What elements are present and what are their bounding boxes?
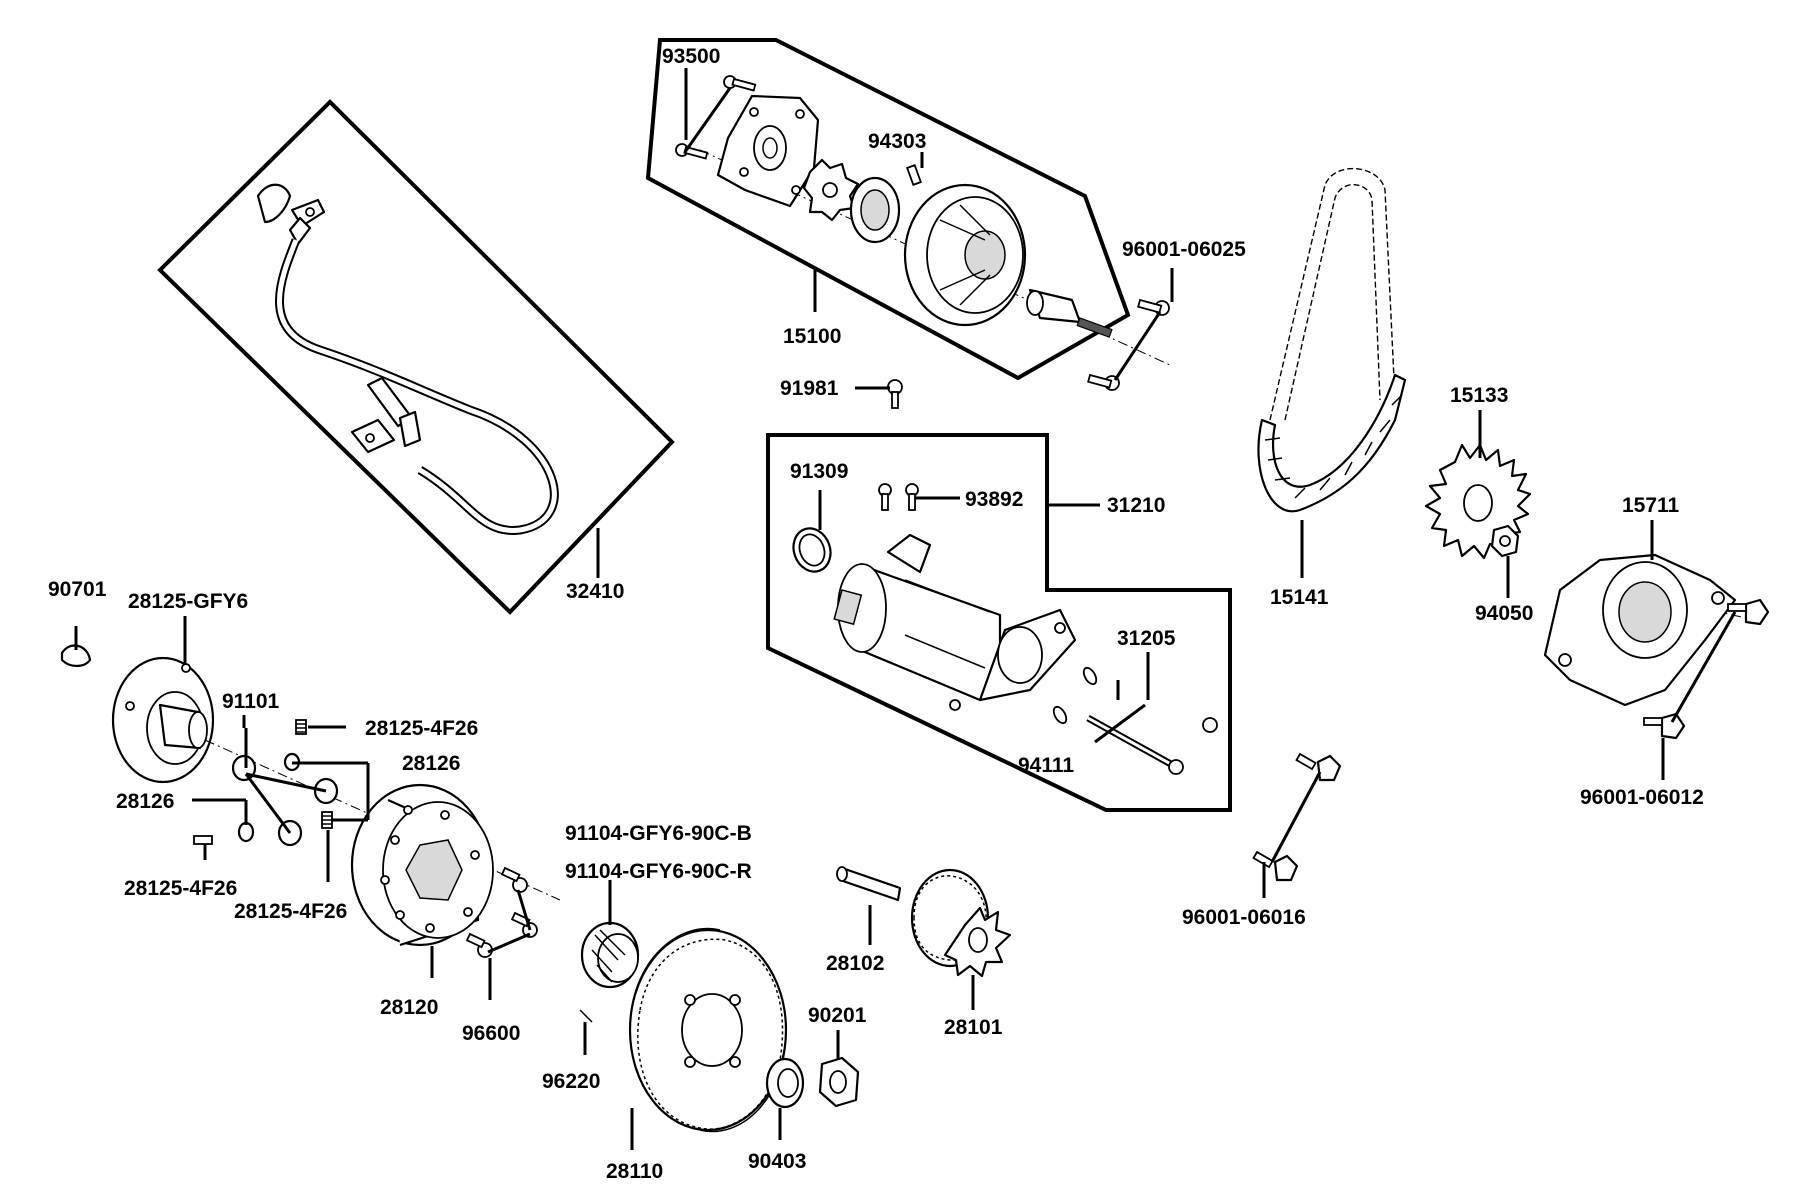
leader-lines [74, 68, 1665, 1150]
starter-cable [256, 183, 559, 535]
label-28125-4F26-top: 28125-4F26 [365, 717, 478, 740]
label-94050: 94050 [1475, 602, 1533, 625]
label-28102: 28102 [826, 952, 884, 975]
label-90701: 90701 [48, 578, 107, 601]
label-91104-GFY6-90C-B: 91104-GFY6-90C-B [565, 822, 752, 845]
reduction-gear-assembly [675, 75, 1171, 391]
label-93500: 93500 [662, 45, 720, 68]
label-96001-06012: 96001-06012 [1580, 786, 1704, 809]
label-28110: 28110 [606, 1160, 663, 1183]
label-15141: 15141 [1270, 586, 1329, 609]
part-labels: 93500 94303 96001-06025 15100 91981 9130… [48, 45, 1704, 1183]
label-96001-06016: 96001-06016 [1182, 906, 1306, 929]
label-31210: 31210 [1107, 494, 1165, 517]
bolt-91981 [887, 379, 903, 409]
label-91981: 91981 [780, 377, 839, 400]
label-94303: 94303 [868, 130, 926, 153]
label-31205: 31205 [1117, 627, 1176, 650]
label-96600: 96600 [462, 1022, 520, 1045]
label-15133: 15133 [1450, 384, 1508, 407]
assembly-box-32410 [157, 99, 675, 615]
label-96220: 96220 [542, 1070, 600, 1093]
label-28125-GFY6: 28125-GFY6 [128, 590, 248, 613]
label-90403: 90403 [748, 1150, 806, 1173]
assembly-box-15100 [645, 38, 1131, 381]
label-96001-06025: 96001-06025 [1122, 238, 1246, 261]
label-15711: 15711 [1622, 494, 1680, 517]
cover-15711 [1543, 553, 1770, 740]
label-90201: 90201 [808, 1004, 867, 1027]
label-28125-4F26-left: 28125-4F26 [124, 877, 237, 900]
starter-clutch-parts [60, 644, 1012, 1133]
sprocket-15133 [1424, 443, 1532, 560]
label-91104-GFY6-90C-R: 91104-GFY6-90C-R [565, 860, 752, 883]
bolts-96001-06016 [1252, 752, 1342, 882]
label-28126-right: 28126 [402, 752, 460, 775]
starter-motor [792, 483, 1218, 775]
label-32410: 32410 [566, 580, 624, 603]
label-15100: 15100 [783, 325, 841, 348]
label-94111: 94111 [1018, 754, 1074, 777]
label-93892: 93892 [965, 488, 1023, 511]
timing-chain [1257, 168, 1407, 513]
assembly-box-31210 [766, 433, 1232, 812]
label-28120: 28120 [380, 996, 438, 1019]
label-28126-left: 28126 [116, 790, 174, 813]
label-91101: 91101 [222, 690, 280, 713]
label-28125-4F26-bottom: 28125-4F26 [234, 900, 347, 923]
label-91309: 91309 [790, 460, 848, 483]
label-28101: 28101 [944, 1016, 1003, 1039]
